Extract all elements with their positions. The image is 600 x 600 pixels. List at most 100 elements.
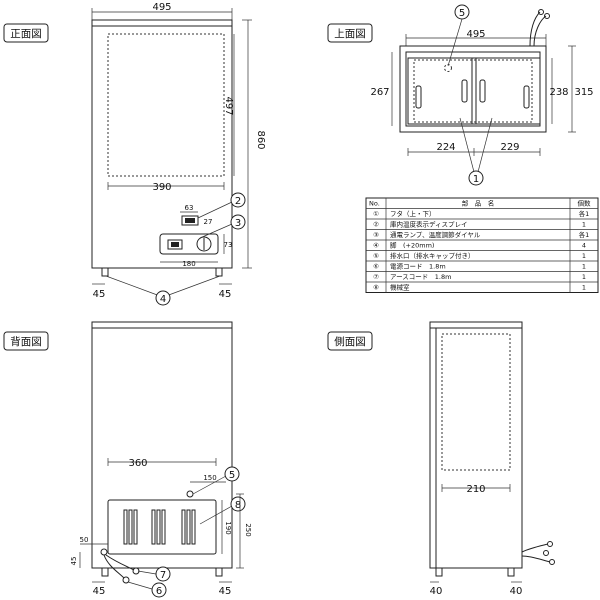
parts-table-cell-no: ④ (373, 242, 379, 250)
front-cabinet (91, 19, 233, 269)
back-cord-y-dim: 45 (70, 557, 78, 566)
parts-table-header-qty: 個数 (578, 199, 592, 208)
front-panel-height-dim: 73 (224, 241, 233, 249)
drain-outlet (186, 490, 194, 498)
back-plate-total-dim: 250 (244, 523, 252, 536)
back-view-label-box (3, 331, 49, 351)
top-lid-right (471, 57, 541, 125)
parts-table-cell-name: 庫内温度表示ディスプレイ (390, 220, 468, 229)
parts-table-cell-no: ① (373, 210, 379, 218)
temperature-display (181, 215, 199, 226)
front-display-width-dim: 63 (185, 204, 194, 212)
top-view: 上面図 5 495 267 238 31 (327, 4, 594, 186)
side-leg-right-dim: 40 (510, 586, 523, 597)
parts-table-cell-no: ⑥ (373, 263, 379, 271)
parts-table-cell-name: 通電ランプ、温度調節ダイヤル (390, 230, 481, 239)
callout-5 (224, 466, 240, 482)
parts-table-cell-qty: 1 (582, 221, 586, 229)
parts-table-cell-no: ② (373, 221, 379, 229)
back-plate-height-dim: 190 (224, 521, 232, 534)
parts-table-cell-name: 脚 (+20mm) (390, 241, 434, 250)
side-view: 側面図 210 40 40 (327, 321, 555, 597)
front-view: 正面図 495 497 860 390 63 27 (3, 2, 266, 306)
svg-text:7: 7 (160, 570, 166, 581)
parts-table-header-no: No. (369, 200, 380, 208)
front-leg-left (101, 267, 109, 277)
back-view: 背面図 360 150 5 8 1 (3, 321, 252, 598)
parts-table-cell-name: 電源コード 1.8m (390, 262, 446, 271)
callout-3 (230, 214, 246, 230)
back-leg-left-dim: 45 (93, 586, 106, 597)
temperature-dial (196, 236, 212, 252)
control-panel (159, 233, 219, 255)
top-total-depth-dim: 315 (574, 87, 593, 98)
side-inner-width-dim: 210 (466, 484, 485, 495)
callout-6 (151, 582, 167, 598)
top-lid-left (407, 57, 477, 125)
back-leg-right-dim: 45 (219, 586, 232, 597)
parts-table-cell-no: ⑦ (373, 273, 379, 281)
svg-text:4: 4 (160, 294, 166, 305)
parts-table-cell-no: ⑤ (373, 252, 379, 260)
side-leg-left-dim: 40 (430, 586, 443, 597)
vent-slots (123, 509, 196, 545)
front-panel-width-dim: 180 (182, 260, 195, 268)
parts-table-cell-name: フタ（上・下） (390, 209, 436, 218)
parts-table-cell-qty: 1 (582, 273, 586, 281)
back-leg-left (101, 567, 109, 577)
power-cord (103, 554, 125, 579)
back-cord-x-dim: 50 (80, 536, 89, 544)
top-view-label: 上面図 (334, 28, 366, 40)
parts-table-cell-name: アースコード 1.8m (390, 273, 451, 281)
side-view-label-box (327, 331, 373, 351)
parts-table-cell-no: ⑧ (373, 284, 379, 292)
top-lid-left-dim: 224 (436, 142, 455, 153)
svg-text:5: 5 (459, 8, 465, 19)
top-inner-depth-dim: 238 (549, 87, 568, 98)
side-cabinet (429, 321, 523, 569)
top-power-cord (529, 11, 547, 47)
svg-text:6: 6 (156, 586, 162, 597)
top-cabinet (399, 45, 547, 133)
callout-2 (230, 192, 246, 208)
parts-table-cell-qty: 1 (582, 252, 586, 260)
back-leg-right (215, 567, 223, 577)
front-height-dim: 860 (255, 130, 266, 149)
front-width-dim: 495 (152, 2, 171, 13)
parts-table-header-name: 部 品 名 (462, 199, 495, 208)
svg-text:5: 5 (229, 470, 235, 481)
parts-table-cell-qty: 4 (582, 242, 586, 250)
back-drain-offset-dim: 150 (203, 474, 216, 482)
callout-1 (468, 170, 484, 186)
side-leg-right (507, 567, 515, 577)
ground-cord (105, 554, 135, 571)
parts-table-cell-no: ③ (373, 231, 379, 239)
parts-table-frame (365, 197, 599, 293)
top-view-label-box (327, 23, 373, 43)
front-leg-right (215, 267, 223, 277)
parts-table-cell-qty: 各1 (579, 209, 590, 218)
parts-table-cell-qty: 1 (582, 263, 586, 271)
side-inner-window (441, 333, 511, 471)
svg-text:2: 2 (235, 196, 241, 207)
svg-text:1: 1 (473, 174, 479, 185)
side-power-cord (521, 543, 549, 553)
svg-text:3: 3 (235, 218, 241, 229)
power-lamp (167, 239, 183, 250)
parts-table-cell-qty: 1 (582, 284, 586, 292)
top-lid-right-dim: 229 (500, 142, 519, 153)
front-inner-width-dim: 390 (152, 182, 171, 193)
front-leg-right-dim: 45 (219, 289, 232, 300)
parts-table-cell-name: 排水口（排水キャップ付き） (390, 251, 475, 260)
callout-4 (155, 290, 171, 306)
callout-7 (155, 566, 171, 582)
back-width-dim: 360 (128, 458, 147, 469)
parts-table-cell-qty: 各1 (579, 230, 590, 239)
parts-table: No. 部 品 名 個数 ① フタ（上・下） 各1 ② 庫内温度表示ディスプレイ 1 ③ 通電ランプ… (365, 197, 599, 293)
top-depth-dim: 267 (370, 87, 389, 98)
front-inner-height-dim: 497 (223, 96, 234, 115)
callout-8 (230, 496, 246, 512)
svg-text:8: 8 (235, 500, 241, 511)
front-view-label-box (3, 23, 49, 43)
